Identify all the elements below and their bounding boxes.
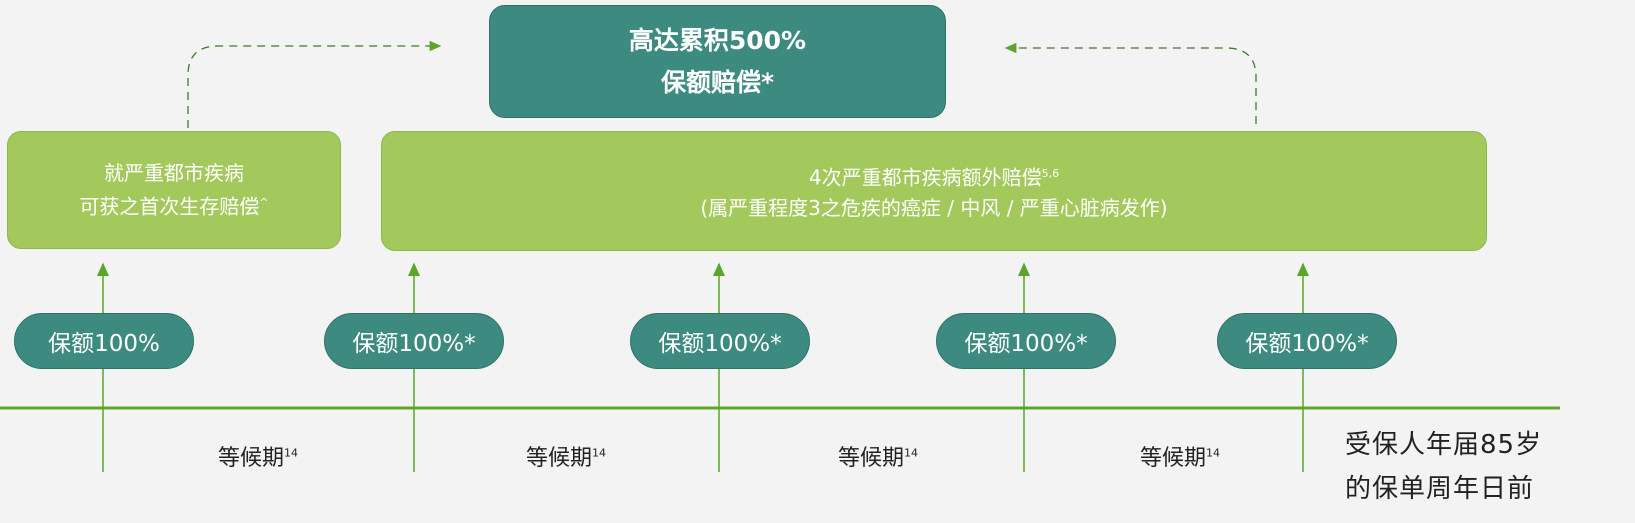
waiting-sup: 14: [592, 446, 607, 460]
top-box-line2: 保额赔偿*: [660, 67, 775, 97]
left-box-sup: ^: [259, 196, 269, 210]
pill-4: 保额100%*: [936, 313, 1116, 369]
waiting-period-2: 等候期14: [526, 440, 606, 472]
left-box-line1: 就严重都市疾病: [104, 161, 244, 186]
waiting-period-4: 等候期14: [1140, 440, 1220, 472]
pill-5: 保额100%*: [1217, 313, 1397, 369]
top-box-line1: 高达累积500%: [628, 25, 807, 55]
pill-3: 保额100%*: [630, 313, 810, 369]
waiting-label: 等候期: [525, 446, 593, 471]
additional-benefit-box: 4次严重都市疾病额外赔偿5,6 (属严重程度3之危疾的癌症 / 中风 / 严重心…: [381, 131, 1487, 251]
pill-2: 保额100%*: [324, 313, 504, 369]
waiting-sup: 14: [284, 446, 299, 460]
left-box-line2: 可获之首次生存赔偿: [79, 194, 260, 219]
pill-1: 保额100%: [14, 313, 194, 369]
waiting-sup: 14: [1206, 446, 1221, 460]
waiting-label: 等候期: [837, 446, 905, 471]
first-benefit-box: 就严重都市疾病 可获之首次生存赔偿^: [7, 131, 341, 249]
waiting-period-1: 等候期14: [218, 440, 298, 472]
dashed-arrow-left: [187, 40, 442, 128]
end-label: 受保人年届85岁 的保单周年日前: [1345, 423, 1542, 511]
right-box-sup: 5,6: [1041, 167, 1060, 181]
waiting-label: 等候期: [217, 446, 285, 471]
waiting-label: 等候期: [1139, 446, 1207, 471]
right-box-line2: (属严重程度3之危疾的癌症 / 中风 / 严重心脏病发作): [700, 195, 1168, 220]
waiting-period-3: 等候期14: [838, 440, 918, 472]
right-box-line1: 4次严重都市疾病额外赔偿: [808, 165, 1042, 190]
end-label-line2: 的保单周年日前: [1345, 474, 1535, 504]
waiting-sup: 14: [904, 446, 919, 460]
cumulative-claim-box: 高达累积500% 保额赔偿*: [489, 5, 946, 118]
dashed-arrow-right: [1004, 42, 1257, 124]
end-label-line1: 受保人年届85岁: [1345, 430, 1543, 460]
